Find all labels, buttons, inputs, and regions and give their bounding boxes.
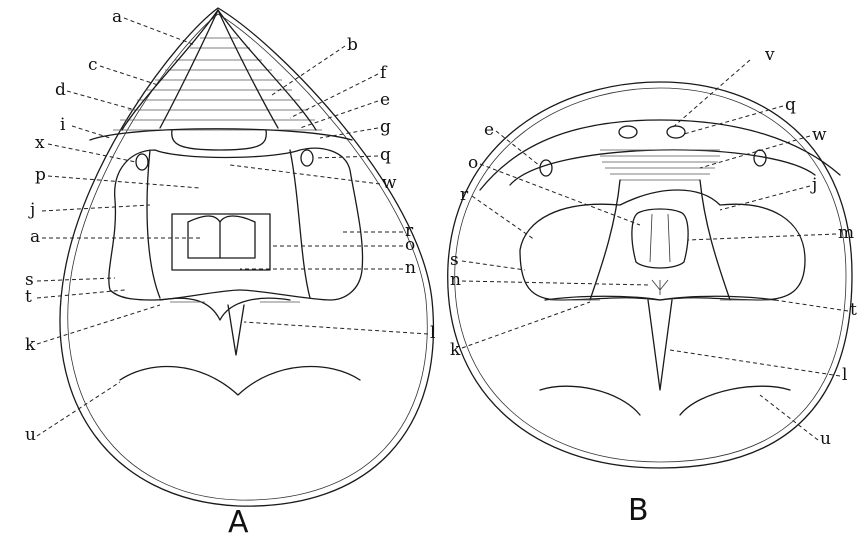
label-l-b: l: [842, 365, 847, 385]
label-o: o: [405, 235, 415, 255]
figure-a-shell-rim: [68, 14, 428, 500]
label-n-b: n: [450, 270, 461, 290]
figure-a-eye-right: [301, 150, 313, 166]
label-r-b: r: [460, 185, 469, 205]
label-d: d: [55, 80, 66, 100]
label-a: a: [112, 7, 122, 27]
figure-b-labels: v q e w o j r m s n t k l u: [450, 45, 857, 449]
label-j-b: j: [810, 175, 817, 195]
figure-b-caption: B: [628, 493, 649, 528]
figure-b-eye-right: [754, 150, 766, 166]
label-q: q: [380, 145, 391, 165]
figure-b-eye-center-left: [619, 126, 637, 138]
label-x: x: [35, 133, 45, 153]
figure-a-caption: A: [228, 505, 249, 540]
label-p: p: [35, 165, 46, 185]
figure-b-central-structure: [632, 209, 688, 268]
label-s-b: s: [450, 250, 459, 270]
figure-a-labels: a b c d f e i g x q p w j a: [25, 7, 435, 445]
label-j: j: [28, 200, 35, 220]
figure-b-shell-outline: [448, 82, 852, 468]
figure-a-spine: [228, 305, 244, 355]
figure-b-shaded-area: [600, 150, 720, 180]
label-t: t: [25, 287, 32, 307]
label-i: i: [60, 115, 66, 135]
figure-a-shell-outline: [60, 8, 433, 506]
label-k-b: k: [450, 340, 461, 360]
figure-b: v q e w o j r m s n t k l u: [448, 45, 857, 528]
label-e: e: [380, 90, 390, 110]
label-q-b: q: [785, 95, 796, 115]
label-u-b: u: [820, 429, 831, 449]
label-e-b: e: [484, 120, 494, 140]
label-w-b: w: [812, 125, 827, 145]
label-g: g: [380, 117, 391, 137]
figure-a: a b c d f e i g x q p w j a: [25, 7, 435, 540]
figure-b-eye-left: [540, 160, 552, 176]
label-v: v: [764, 45, 775, 65]
figure-b-spine: [648, 300, 672, 390]
label-c: c: [88, 55, 98, 75]
figure-a-eye-left: [136, 154, 148, 170]
label-o-b: o: [468, 153, 478, 173]
label-w: w: [382, 173, 397, 193]
label-k: k: [25, 335, 36, 355]
label-n: n: [405, 258, 416, 278]
label-u: u: [25, 425, 36, 445]
label-m: m: [838, 223, 854, 243]
label-b: b: [347, 35, 358, 55]
figure-a-anterior-band: [90, 129, 352, 140]
figure-b-eye-center-right: [667, 126, 685, 138]
label-a2: a: [30, 227, 40, 247]
label-l: l: [430, 323, 435, 343]
figure-a-frontal-striations: [113, 10, 322, 130]
label-f: f: [380, 63, 388, 83]
label-t-b: t: [850, 300, 857, 320]
